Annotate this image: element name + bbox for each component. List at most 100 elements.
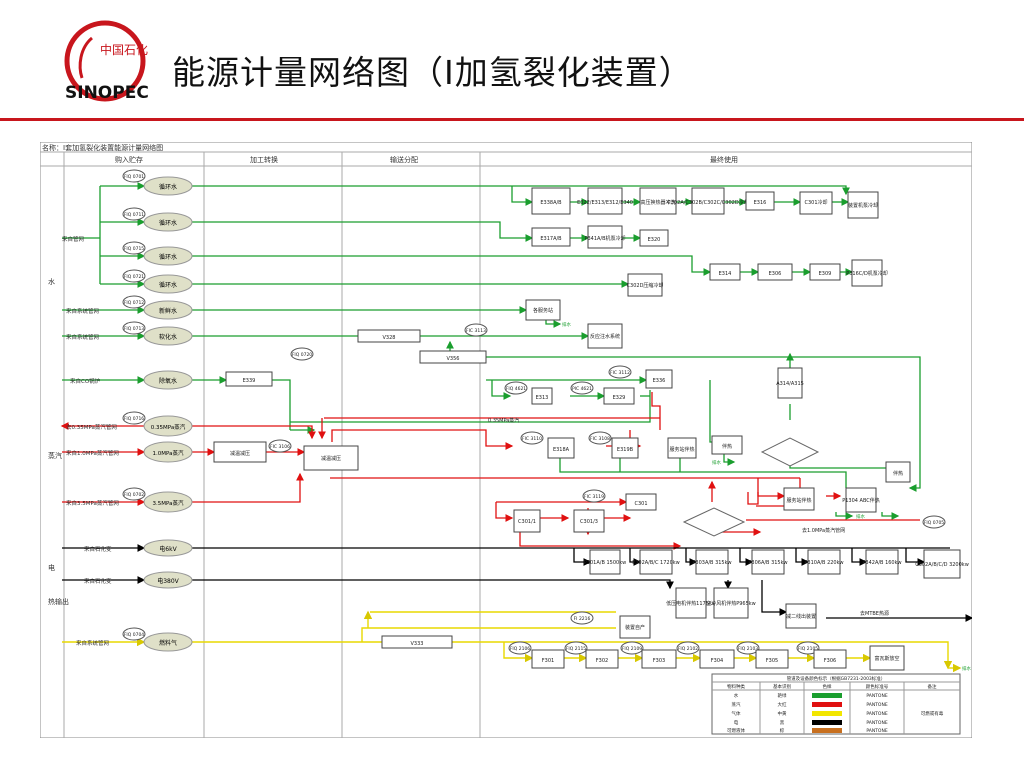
diagram-name-label: 名称：Ⅰ套加氢裂化装置能源计量网络图 — [42, 143, 163, 152]
equipment-label: P301A/B 1500kw — [584, 560, 626, 566]
tag-label: FIQ 2109 — [622, 646, 642, 652]
category-heat-output: 热输出 — [48, 597, 69, 606]
exit-label: 排水 — [712, 459, 721, 466]
tag-label: PIC 4621 — [572, 386, 592, 392]
equipment-label: 空冷风机伴热P965kw — [706, 600, 756, 607]
equipment-label: E338A/B — [540, 200, 562, 206]
tag-label: FIQ 2102 — [678, 646, 698, 652]
meter-label: 循环水 — [159, 281, 177, 289]
column-header-distribution: 输送分配 — [390, 155, 418, 164]
diagram-frame — [39, 141, 973, 739]
equipment-label: E316 — [754, 200, 767, 206]
equipment-label: C302D压缩冷却 — [627, 282, 664, 289]
legend-row-base: 棕 — [780, 727, 785, 734]
meter-label: 循环水 — [159, 183, 177, 191]
meter-circulating-water-3 — [143, 246, 193, 266]
equipment-label: 服务站伴热 — [786, 497, 811, 504]
tag-label: FIQ 2106 — [510, 646, 530, 652]
equipment-label: 减二线出装置 — [786, 613, 816, 620]
legend-note: 可燃或有毒 — [921, 710, 944, 717]
logo-en-text: SINOPEC — [65, 83, 148, 103]
equipment-label: V333 — [411, 641, 424, 647]
legend-row-base: 艳绿 — [778, 692, 787, 699]
legend-swatch-gas — [812, 711, 842, 716]
legend-swatch-steam — [812, 702, 842, 707]
equipment-label: E339 — [243, 378, 256, 384]
equipment-label: 去1.0MPa蒸汽管网 — [802, 527, 845, 534]
category-steam: 蒸汽 — [48, 451, 62, 460]
title-divider — [0, 118, 1024, 121]
meter-label: 软化水 — [159, 333, 177, 341]
tag-label: FIQ 0713 — [124, 326, 144, 332]
equipment-label: E329 — [613, 395, 626, 401]
equipment-label: 0.35MPa蒸汽 — [488, 417, 519, 424]
equipment-label: E319B — [617, 447, 634, 453]
equipment-label: P306A/B 315kw — [748, 560, 787, 566]
tag-label: FIC 3119 — [584, 494, 604, 500]
color-legend-table: 管道及设备颜色标示（根据GB7231-2003标准） 物料种类 基本识别 色样 … — [711, 673, 961, 735]
legend-row-std: PANTONE — [866, 720, 888, 726]
source-label: 来自管网 — [62, 235, 85, 243]
tag-label: FIQ 0711 — [124, 212, 144, 218]
equipment-label: V356 — [447, 356, 460, 362]
meter-label: 燃料气 — [159, 639, 177, 647]
equipment-label: C301冷却 — [804, 199, 827, 206]
source-label: 来自3.5MPa蒸汽管网 — [66, 499, 119, 507]
legend-row-name: 可燃液体 — [727, 727, 745, 734]
legend-row-std: PANTONE — [866, 702, 888, 708]
column-header-purchase: 购入贮存 — [115, 155, 143, 164]
equipment-label: P302A/B/C 1720kw — [632, 560, 680, 566]
meter-steam-35 — [143, 491, 193, 513]
meter-circulating-water-2 — [143, 212, 193, 232]
tag-label: FIQ 0721 — [124, 274, 144, 280]
distribution-diamond — [760, 437, 820, 467]
equipment-label: 伴热 — [893, 470, 903, 477]
meter-label: 循环水 — [159, 253, 177, 261]
equipment-label: 装置机泵冷却 — [848, 202, 878, 209]
equipment-label: C301/3 — [580, 519, 598, 525]
tag-label: FIQ 2103 — [738, 646, 758, 652]
equipment-label: E336 — [653, 378, 666, 384]
equipment-label: P310A/B 220kw — [804, 560, 843, 566]
exit-label: 排水 — [962, 665, 971, 672]
equipment-label: E317A/B — [540, 236, 562, 242]
tag-label: FIC 3108 — [590, 436, 610, 442]
source-label: 来自系统管网 — [76, 639, 110, 647]
tag-label: FIC 3113 — [466, 328, 486, 334]
category-electric: 电 — [48, 563, 55, 572]
equipment-label: P1304 ABC伴热 — [842, 497, 880, 504]
equipment-label: 去MTBE热源 — [860, 610, 889, 617]
legend-row-std: PANTONE — [866, 693, 888, 699]
tag-label: FIC 3112 — [610, 370, 630, 376]
legend-header: 备注 — [928, 683, 937, 690]
legend-row-name: 电 — [734, 719, 739, 726]
equipment-label: P303A/B 315kw — [692, 560, 731, 566]
legend-row-base: 黑 — [780, 720, 785, 726]
tag-label: FIC 3106 — [270, 444, 290, 450]
legend-row-name: 水 — [734, 692, 739, 699]
tag-label: FIQ 0712 — [124, 300, 144, 306]
meter-fuel-gas — [143, 632, 193, 652]
equipment-label: 伴热 — [722, 443, 732, 450]
page-title: 能源计量网络图（Ⅰ加氢裂化装置） — [172, 53, 693, 92]
source-label: 来自CO锅炉 — [70, 377, 101, 385]
equipment-label: F301 — [542, 658, 554, 664]
equipment-label: 富瓦斯放空 — [874, 655, 899, 662]
legend-row-name: 蒸汽 — [732, 701, 741, 708]
meter-label: 除氧水 — [159, 377, 177, 385]
equipment-label: 服务站伴热 — [669, 446, 694, 453]
column-header-final-use: 最终使用 — [710, 155, 738, 164]
energy-network-diagram: 名称：Ⅰ套加氢裂化装置能源计量网络图 购入贮存 加工转换 输送分配 最终使用 水… — [39, 141, 974, 739]
meter-label: 循环水 — [159, 219, 177, 227]
tag-label: FIC 3110 — [522, 436, 542, 442]
equipment-label: 低压电机伴热1176kw — [666, 600, 716, 607]
tag-label: FIQ 2115 — [566, 646, 586, 652]
equipment-label: E309 — [819, 271, 832, 277]
equipment-label: C301 — [634, 501, 647, 507]
equipment-label: E313 — [536, 395, 549, 401]
meter-label: 1.0MPa蒸汽 — [153, 449, 184, 457]
tag-label: FIQ 0705 — [924, 520, 944, 526]
equipment-label: 高压换热器冲洗 — [640, 199, 675, 206]
tag-label: FIQ 0701 — [124, 174, 144, 180]
meter-label: 电6kV — [159, 545, 177, 553]
